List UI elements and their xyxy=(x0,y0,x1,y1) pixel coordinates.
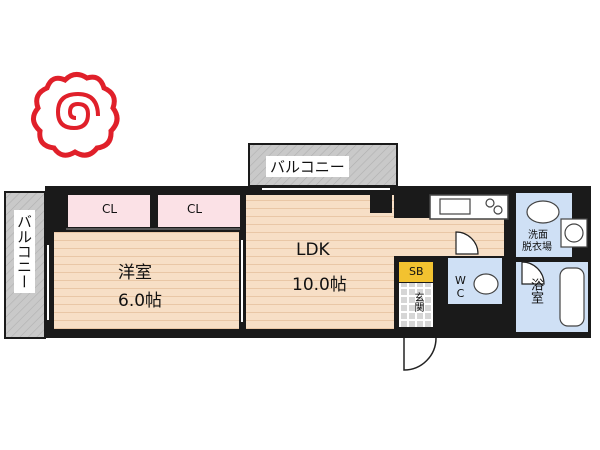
ldk-size: 10.0帖 xyxy=(292,275,347,295)
toilet-icon xyxy=(473,273,499,295)
stove-burner-2 xyxy=(493,205,503,215)
ldk-kitchen-floor xyxy=(394,218,504,256)
closet-1 xyxy=(68,195,150,227)
logo-spiral xyxy=(55,91,100,131)
closet-2-label: CL xyxy=(187,202,203,216)
western-room-size: 6.0帖 xyxy=(118,291,163,311)
genkan-floor xyxy=(399,283,433,327)
washroom-label-line2: 脱衣場 xyxy=(522,242,552,253)
ldk-floor xyxy=(246,195,394,329)
spiral-flower-logo-icon xyxy=(31,72,120,158)
bath-door xyxy=(521,261,545,285)
pillar xyxy=(370,195,392,213)
wc-label: WC xyxy=(454,274,467,300)
balcony-top-label: バルコニー xyxy=(266,156,349,177)
shoe-box-label: SB xyxy=(409,265,424,278)
bathroom-label: 浴室 xyxy=(528,278,543,304)
wash-basin-icon xyxy=(526,200,560,224)
stove-burner-1 xyxy=(485,198,495,208)
washroom-label-line1: 洗面 xyxy=(528,230,548,241)
shoe-box xyxy=(399,262,433,282)
entrance-door xyxy=(403,337,437,371)
closet-1-label: CL xyxy=(102,202,118,216)
ldk-label: LDK xyxy=(296,240,330,260)
bathtub-icon xyxy=(559,267,585,327)
western-room-floor xyxy=(54,232,239,329)
balcony-left-label: バルコニー xyxy=(14,210,35,293)
ldk-door xyxy=(455,231,479,255)
logo-petals xyxy=(31,72,120,158)
closet-2 xyxy=(158,195,240,227)
sink xyxy=(439,198,471,215)
western-room-label: 洋室 xyxy=(118,263,152,283)
genkan-label: 玄関 xyxy=(412,292,423,312)
